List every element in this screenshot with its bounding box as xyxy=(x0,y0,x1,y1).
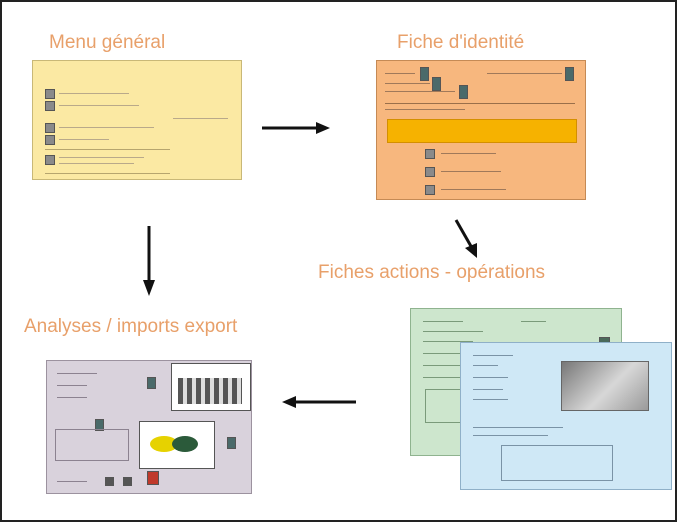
fiche-option-3 xyxy=(441,189,506,190)
analyses-frame xyxy=(55,429,129,461)
blue-frame xyxy=(501,445,613,481)
blue-field-1 xyxy=(473,355,513,356)
fiche-photo-4 xyxy=(459,85,468,99)
fiche-field-2 xyxy=(487,73,562,74)
fiche-photo-3 xyxy=(432,77,441,91)
fiche-photo-2 xyxy=(565,67,574,81)
menu-checkbox-3 xyxy=(45,123,55,133)
green-field-2 xyxy=(521,321,546,322)
fiche-field-3 xyxy=(385,83,430,84)
blue-field-3 xyxy=(473,377,508,378)
analyses-icon-1 xyxy=(147,377,156,389)
menu-separator-2 xyxy=(45,173,170,174)
fiche-option-2-checkbox xyxy=(425,167,435,177)
analyses-button-1 xyxy=(105,477,114,486)
analyses-icon-2 xyxy=(95,419,104,431)
menu-line-5 xyxy=(59,157,144,158)
fiche-field-1 xyxy=(385,73,415,74)
barchart-bars xyxy=(178,378,242,404)
menu-line-4 xyxy=(59,139,109,140)
fiche-field-4 xyxy=(385,91,455,92)
pie-slice-green xyxy=(172,436,198,452)
analyses-field-2 xyxy=(57,385,87,386)
pie-slice-yellow xyxy=(150,436,178,452)
fiche-highlight-bar xyxy=(387,119,577,143)
arrow-down-right-icon xyxy=(454,219,477,258)
fiche-field-5 xyxy=(385,109,465,110)
green-field-7 xyxy=(423,377,463,378)
menu-checkbox-1 xyxy=(45,89,55,99)
fiche-action-blue-thumbnail xyxy=(460,342,672,490)
blue-field-5 xyxy=(473,399,508,400)
menu-line-2 xyxy=(59,105,139,106)
menu-general-thumbnail xyxy=(32,60,242,180)
blue-field-6 xyxy=(473,427,563,428)
analyses-icon-3 xyxy=(227,437,236,449)
green-field-5 xyxy=(423,353,463,354)
fiche-option-3-checkbox xyxy=(425,185,435,195)
menu-checkbox-2 xyxy=(45,101,55,111)
arrow-right-icon xyxy=(262,122,330,134)
title-fiches-actions: Fiches actions - opérations xyxy=(318,262,546,283)
menu-separator xyxy=(45,149,170,150)
blue-field-4 xyxy=(473,389,503,390)
fiche-identite-thumbnail xyxy=(376,60,586,200)
blue-image-placeholder xyxy=(561,361,649,411)
green-field-4 xyxy=(423,341,473,342)
arrow-down-icon xyxy=(143,226,155,296)
analyses-field-1 xyxy=(57,373,97,374)
green-field-1 xyxy=(423,321,463,322)
analyses-field-3 xyxy=(57,397,87,398)
fiche-photo-1 xyxy=(420,67,429,81)
green-field-3 xyxy=(423,331,483,332)
analyses-thumbnail xyxy=(46,360,252,494)
green-frame xyxy=(425,389,465,423)
menu-line-6 xyxy=(59,163,134,164)
title-menu-general: Menu général xyxy=(49,32,166,53)
fiche-option-2 xyxy=(441,171,501,172)
blue-field-7 xyxy=(473,435,548,436)
menu-checkbox-4 xyxy=(45,135,55,145)
title-fiche-identite: Fiche d'identité xyxy=(397,32,525,53)
fiche-option-1 xyxy=(441,153,496,154)
title-analyses: Analyses / imports export xyxy=(24,316,238,337)
green-field-6 xyxy=(423,365,468,366)
arrow-left-icon xyxy=(282,396,356,408)
menu-line-3 xyxy=(59,127,154,128)
analyses-pie-thumbnail xyxy=(139,421,215,469)
analyses-barchart-thumbnail xyxy=(171,363,251,411)
menu-checkbox-5 xyxy=(45,155,55,165)
menu-side-text xyxy=(173,118,228,119)
menu-line-1 xyxy=(59,93,129,94)
fiche-option-1-checkbox xyxy=(425,149,435,159)
analyses-export-icon xyxy=(147,471,159,485)
analyses-button-2 xyxy=(123,477,132,486)
fiche-separator xyxy=(385,103,575,104)
analyses-field-4 xyxy=(57,481,87,482)
blue-field-2 xyxy=(473,365,498,366)
